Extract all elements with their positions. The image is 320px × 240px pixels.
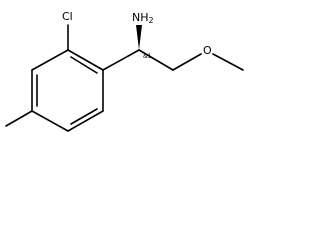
ether-bond-left <box>172 53 202 71</box>
ring-bond-6 <box>67 49 104 71</box>
amine-wedge-bond <box>136 25 142 50</box>
oxygen-label: O <box>203 44 212 57</box>
amine-nh-text: NH <box>132 11 149 24</box>
methyl-bond <box>5 110 33 127</box>
ring-bond-4 <box>67 110 104 132</box>
amine-subscript-text: 2 <box>149 16 154 25</box>
benzene-ring <box>31 49 104 132</box>
stereocenter-ring-bond <box>102 49 140 71</box>
stereo-annotation: &1 <box>143 53 152 60</box>
ether-bond-right <box>212 53 244 71</box>
ring-double-bond-2 <box>70 108 98 125</box>
amine-label: NH2 <box>132 11 154 25</box>
molecule-canvas: Cl NH2 &1 O <box>0 0 250 133</box>
ring-double-bond-3 <box>70 56 98 74</box>
ring-bond-1 <box>31 49 69 71</box>
structure-diagram: Cl NH2 &1 O <box>5 10 244 132</box>
chlorine-label: Cl <box>62 10 73 23</box>
chain-bond <box>138 49 174 71</box>
ring-bond-3 <box>31 110 69 132</box>
